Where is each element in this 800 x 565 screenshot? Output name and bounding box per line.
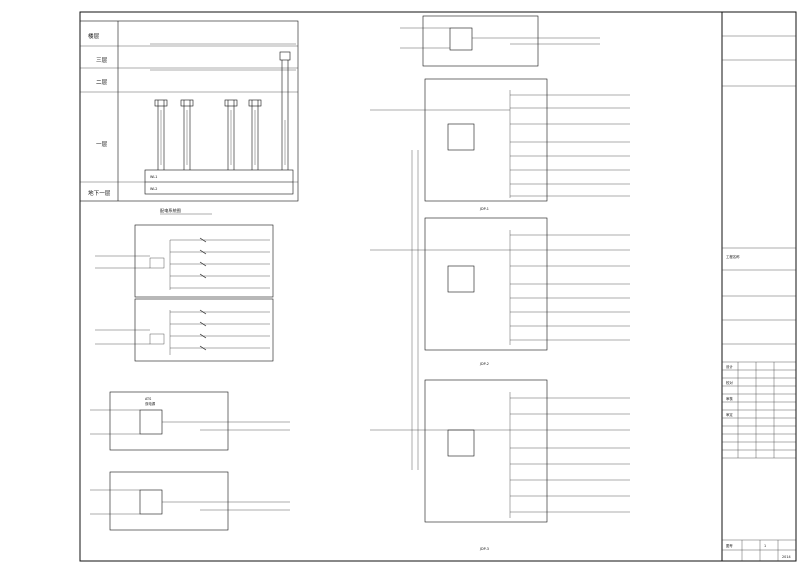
schematic-label-2: JDP-2 (479, 362, 489, 366)
title-row-approve: 审定 (726, 412, 733, 417)
schematic-block-2: JDP-2 (370, 217, 630, 366)
riser-table: 楼层 三层 二层 一层 地下一层 WL1 WL2 配电系统图 (79, 20, 299, 215)
title-row-drawing-no: 图号 (726, 543, 733, 548)
title-row-check: 校对 (726, 380, 733, 385)
schematic-label-1: JDP-1 (479, 207, 489, 211)
schematic-block-3: JDP-3 (370, 379, 630, 551)
floor-label-b1: 地下一层 (88, 189, 111, 197)
left-panels (95, 224, 274, 362)
feeder-lines (411, 150, 419, 470)
top-control-box (400, 15, 600, 67)
floor-label-2: 二层 (96, 79, 108, 86)
riser-title: 配电系统图 (160, 207, 181, 214)
title-date: 2014 (782, 555, 791, 559)
schematic-block-1: JDP-1 (370, 78, 630, 211)
title-block: 工程名称 设计 校对 审核 审定 图号 1 2014 (722, 35, 796, 561)
riser-header: 楼层 (88, 32, 100, 40)
title-row-review: 审核 (726, 396, 733, 401)
ats-box-title: ATS (145, 397, 151, 401)
floor-label-3: 三层 (96, 57, 108, 64)
sheet-border (79, 11, 797, 562)
ats-box-sub: 双电源 (145, 401, 156, 406)
bus-label-2: WL2 (150, 187, 157, 191)
title-row-project: 工程名称 (726, 254, 740, 259)
bus-label-1: WL1 (150, 175, 157, 179)
floor-label-1: 一层 (96, 141, 108, 148)
ats-boxes-left: ATS 双电源 (90, 391, 290, 531)
schematic-label-3: JDP-3 (479, 547, 489, 551)
title-row-design: 设计 (726, 364, 733, 369)
title-sheet-number: 1 (764, 544, 766, 548)
